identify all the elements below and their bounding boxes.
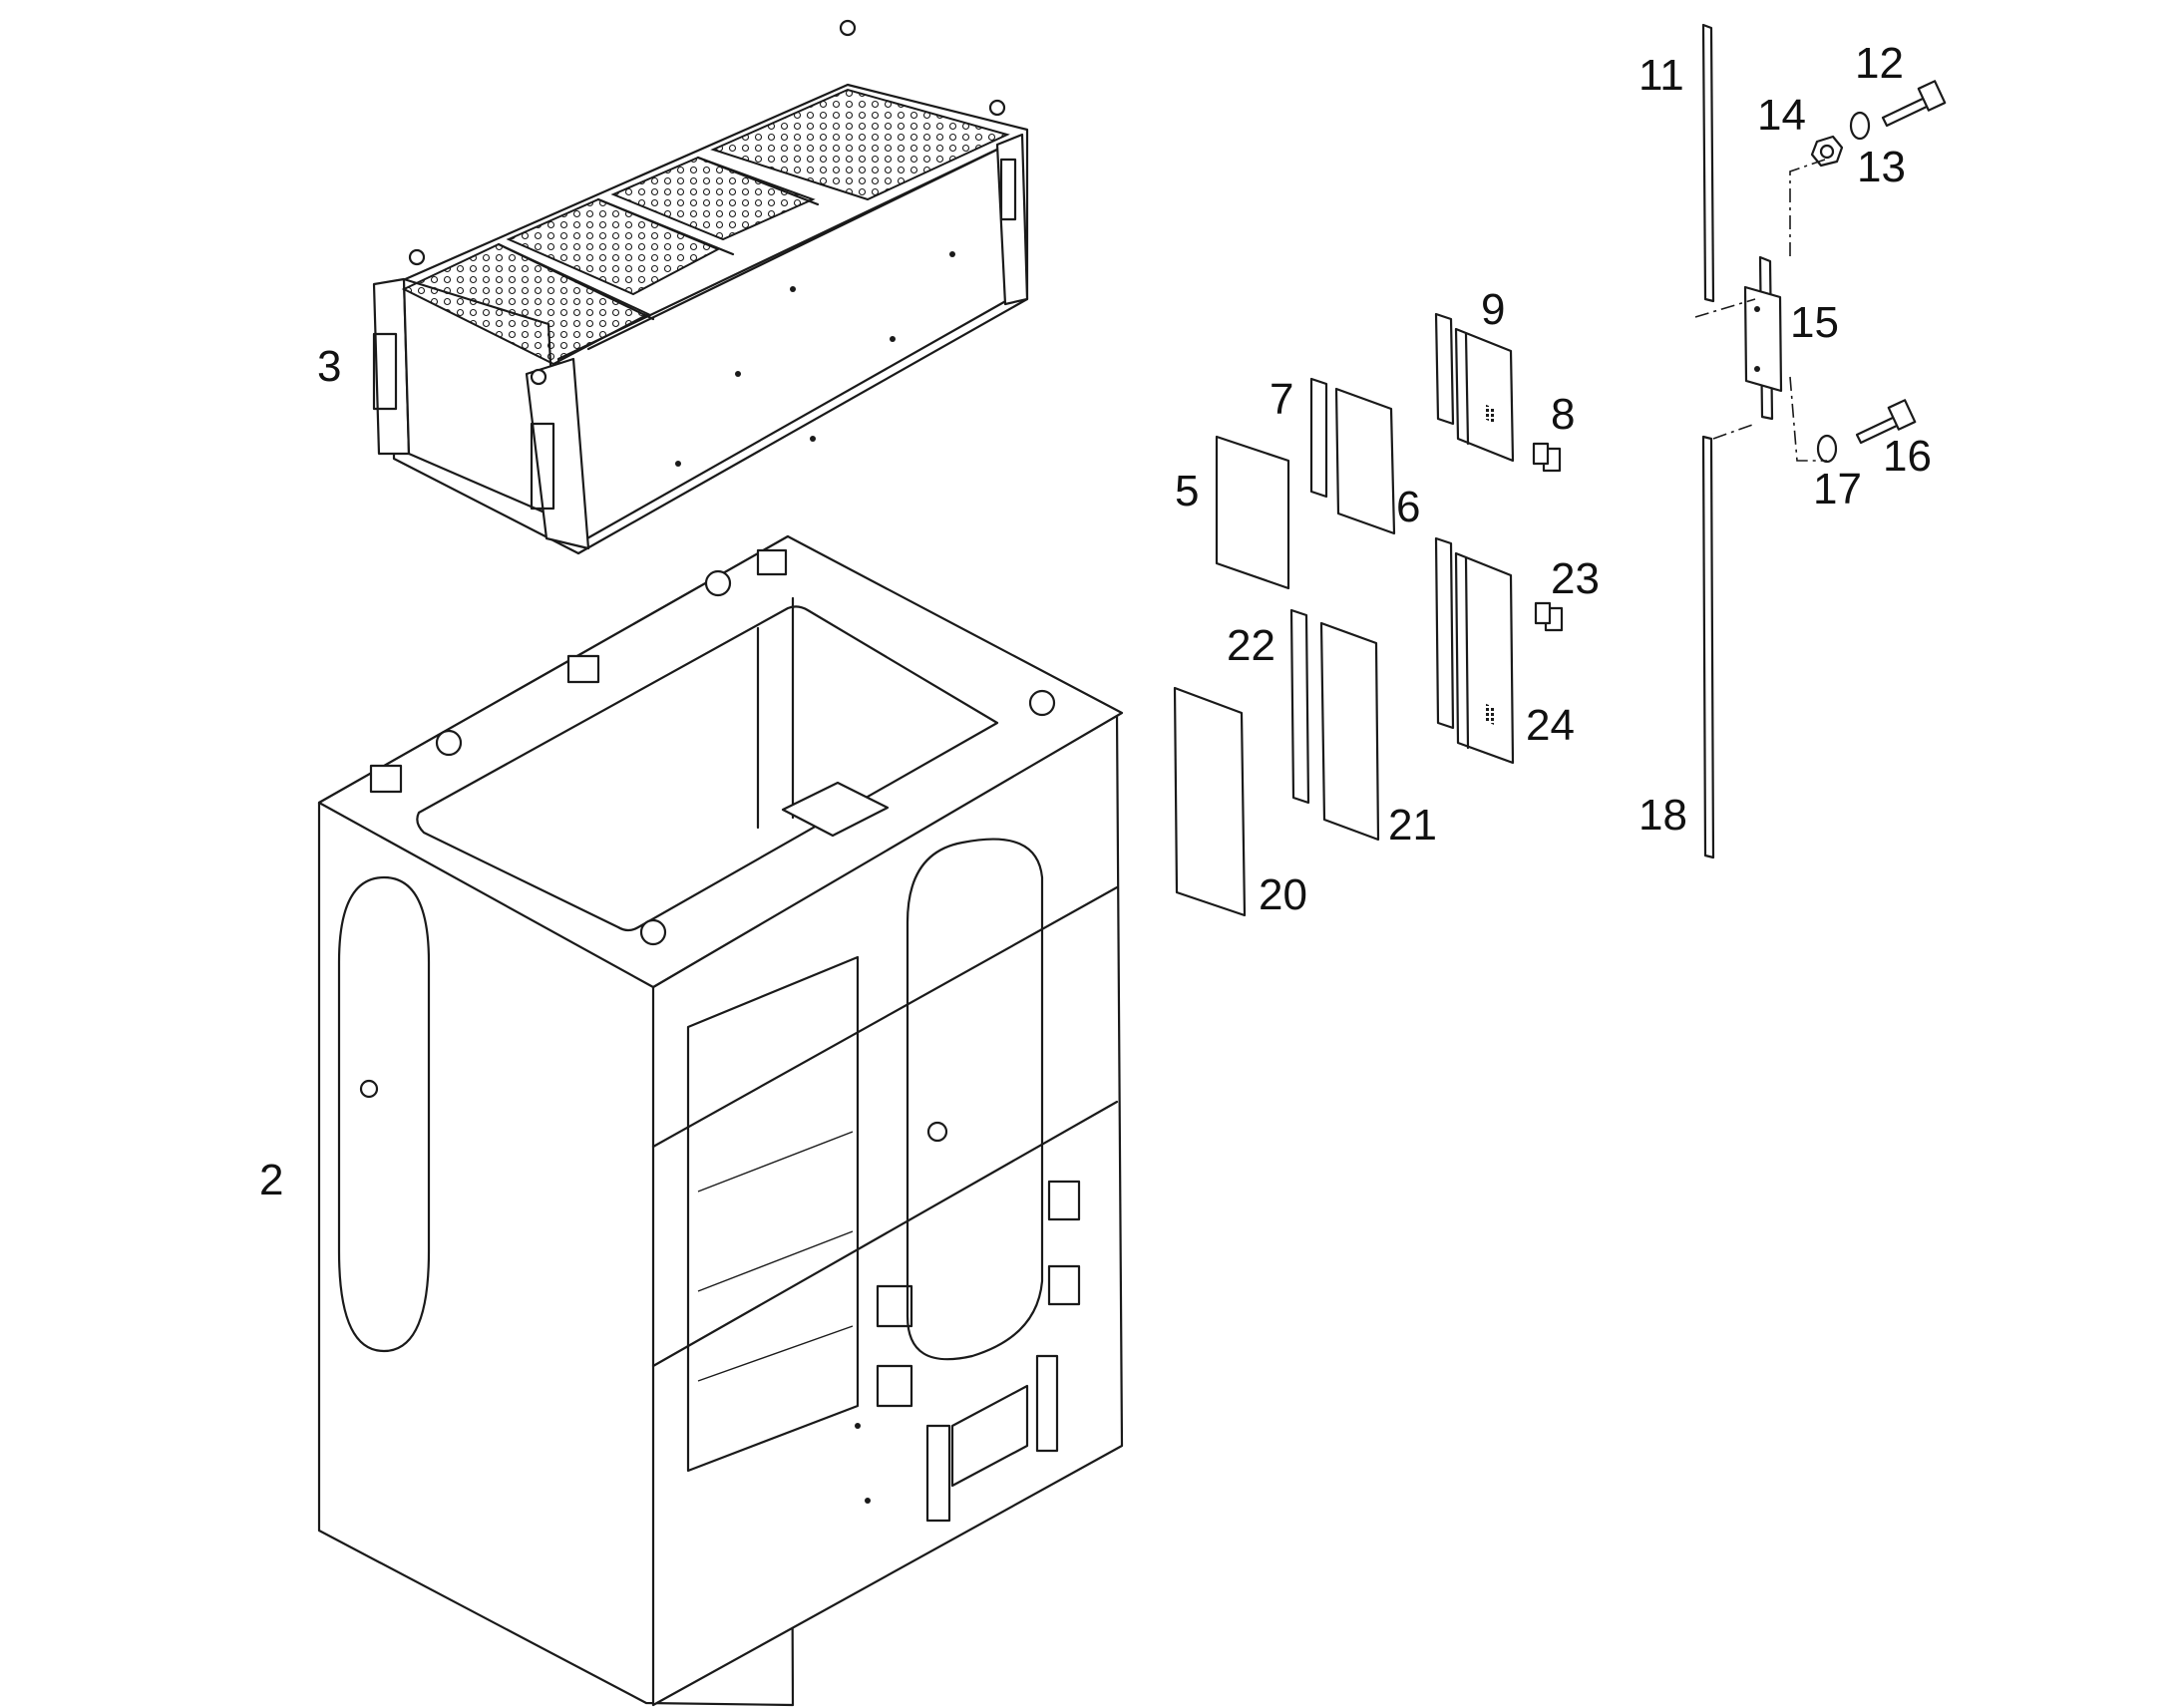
assembly-lines [1694, 159, 1827, 462]
callout-24: 24 [1526, 701, 1575, 750]
part-6-panel [1334, 387, 1396, 535]
callout-labels: 2 3 5 6 7 8 9 11 12 13 14 15 16 17 18 20… [259, 39, 1932, 1204]
callout-8: 8 [1551, 390, 1575, 439]
part-17-washer [1816, 434, 1838, 464]
part-7-strip [1309, 377, 1328, 499]
part-22-strip [1289, 608, 1310, 805]
callout-22: 22 [1227, 621, 1275, 670]
part-2-cabinet [317, 534, 1124, 1707]
callout-5: 5 [1175, 467, 1199, 515]
callout-15: 15 [1790, 298, 1839, 347]
callout-6: 6 [1396, 483, 1420, 531]
callout-7: 7 [1270, 375, 1293, 424]
part-9-grille-panel [1434, 312, 1515, 463]
part-12-bolt [1881, 80, 1947, 128]
callout-13: 13 [1857, 143, 1906, 191]
part-16-bolt [1855, 399, 1917, 445]
callout-17: 17 [1813, 465, 1862, 513]
part-13-washer [1849, 111, 1871, 141]
callout-23: 23 [1551, 554, 1600, 603]
callout-21: 21 [1388, 801, 1437, 850]
callout-12: 12 [1855, 39, 1904, 88]
part-18-rod [1701, 435, 1715, 859]
callout-16: 16 [1883, 432, 1932, 481]
callout-11: 11 [1638, 51, 1684, 100]
part-20-panel [1173, 686, 1247, 917]
callout-20: 20 [1259, 870, 1307, 919]
part-3-top-frame [372, 19, 1029, 555]
part-14-nut [1810, 135, 1844, 168]
part-11-rod [1701, 23, 1715, 303]
part-5-panel [1215, 435, 1290, 590]
callout-9: 9 [1481, 285, 1505, 334]
part-21-panel [1319, 621, 1380, 842]
callout-18: 18 [1638, 791, 1687, 840]
callout-3: 3 [317, 342, 341, 391]
part-15-bracket [1743, 255, 1783, 421]
part-24-grille-panel [1434, 536, 1515, 765]
callout-2: 2 [259, 1156, 283, 1204]
callout-14: 14 [1757, 91, 1806, 140]
part-23-screw [1534, 601, 1564, 632]
part-8-screw [1532, 442, 1562, 473]
